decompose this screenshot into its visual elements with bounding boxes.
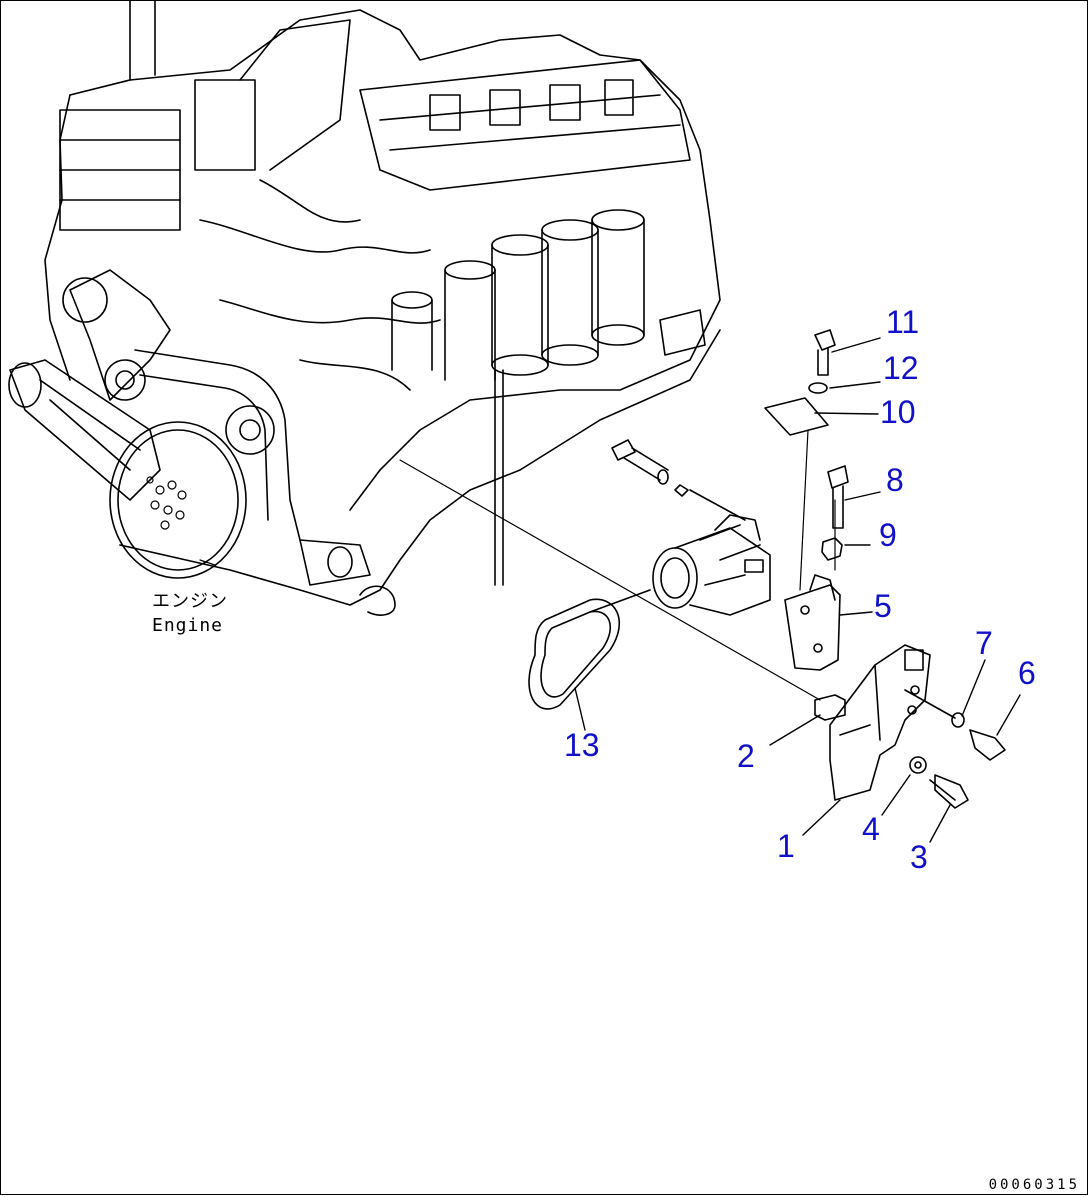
callout-1: 1: [777, 828, 795, 864]
callout-12: 12: [883, 350, 919, 386]
engine-label-jp: エンジン: [152, 591, 228, 612]
callout-leaders: [574, 337, 1021, 843]
callout-3: 3: [910, 839, 928, 875]
callout-6: 6: [1018, 655, 1036, 691]
callout-10: 10: [880, 394, 916, 430]
callout-11: 11: [886, 304, 920, 340]
engine-label: エンジン Engine: [152, 590, 228, 638]
callout-4: 4: [862, 811, 880, 847]
engine-leader-line: [199, 559, 216, 566]
engine-assembly: [8, 0, 721, 616]
bracket-upper: [764, 329, 849, 671]
callout-5: 5: [874, 588, 892, 624]
callout-9: 9: [879, 517, 897, 553]
drawing-number: 00060315: [988, 1177, 1080, 1193]
callout-7: 7: [975, 625, 993, 661]
v-belt: [528, 589, 651, 710]
callout-13: 13: [564, 727, 600, 763]
callout-8: 8: [886, 462, 904, 498]
compressor-assembly: [399, 439, 821, 701]
engine-label-en: Engine: [152, 615, 224, 636]
bracket-lower: [814, 644, 1006, 809]
callout-2: 2: [737, 738, 755, 774]
